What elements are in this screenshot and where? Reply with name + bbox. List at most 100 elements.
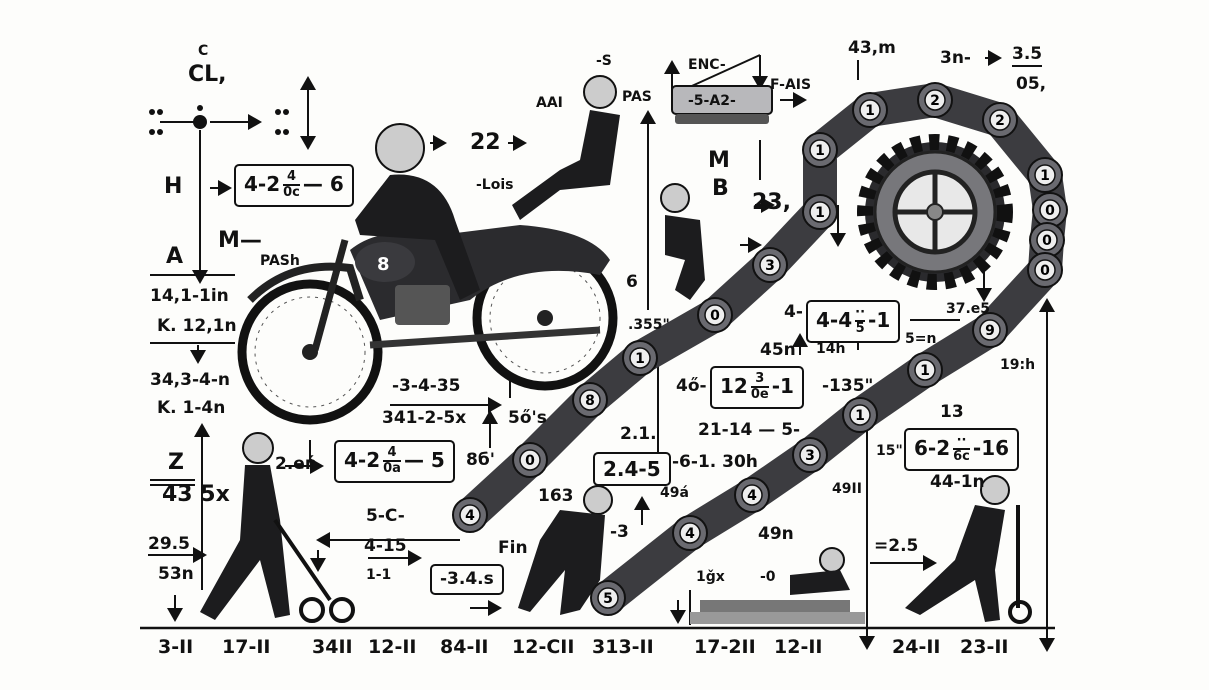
label: 21-14 — 5- — [698, 420, 801, 440]
chain-link-number: 1 — [920, 363, 930, 379]
label: M — [708, 148, 730, 173]
label: 44-1n — [930, 472, 985, 492]
chain-link-number: 0 — [525, 453, 535, 469]
chain — [453, 83, 1067, 615]
chain-link-pin — [1039, 199, 1061, 221]
chain-link-number: 0 — [710, 308, 720, 324]
label: Z — [168, 450, 184, 475]
label: K. 12,1n — [157, 316, 237, 336]
axis-label: 17-II — [222, 636, 271, 658]
label: 14h — [816, 341, 846, 357]
chain-link-pin — [704, 304, 726, 326]
label: PAS — [622, 89, 652, 105]
chain-link-number: 0 — [1045, 203, 1055, 219]
label: 49n — [758, 524, 794, 544]
label: 45n — [760, 340, 796, 360]
chain-link-pin — [459, 504, 481, 526]
chain-link-pin — [809, 139, 831, 161]
label: 49II — [832, 481, 862, 497]
label: 13 — [940, 402, 964, 422]
chain-link-number: 1 — [1040, 168, 1050, 184]
label: M— — [218, 228, 262, 253]
chain-link-number: 8 — [585, 393, 595, 409]
label: 5=n — [905, 331, 937, 347]
chain-link-pin — [799, 444, 821, 466]
chain-link-pin — [859, 99, 881, 121]
chain-link-number: 1 — [815, 143, 825, 159]
chain-link-number: 0 — [1040, 263, 1050, 279]
chain-link-pin — [1034, 164, 1056, 186]
chain-link-number: 5 — [603, 591, 613, 607]
label: 5ő's — [508, 408, 547, 428]
chain-link-number: 9 — [985, 323, 995, 339]
chain-link-pin — [924, 89, 946, 111]
label: 6 — [626, 272, 638, 292]
label: H — [164, 174, 183, 199]
axis-label: 12-CII — [512, 636, 575, 658]
chain-link-pin — [989, 109, 1011, 131]
axis-label: 12-II — [774, 636, 823, 658]
label: PASh — [260, 253, 300, 269]
label: 3.5 — [1012, 46, 1043, 67]
label: =2.5 — [874, 536, 919, 556]
label: 53n — [158, 564, 194, 584]
label: B — [712, 176, 729, 201]
label: 1-1 — [366, 567, 392, 583]
label: 43,m — [848, 38, 896, 58]
formula-box: -3.4.s — [430, 564, 504, 595]
axis-label: 17-2II — [694, 636, 756, 658]
label: 3n- — [940, 48, 971, 68]
label: Fin — [498, 538, 528, 558]
label: 163 — [538, 486, 574, 506]
label: 34,3-4-n — [150, 370, 230, 390]
label: 14,1-1in — [150, 286, 229, 306]
label: -135" — [822, 376, 874, 396]
chain-link-number: 4 — [685, 526, 695, 542]
dots-symbol — [149, 105, 289, 135]
label: A — [166, 244, 184, 269]
chain-link-number: 1 — [635, 351, 645, 367]
label: 4- — [784, 302, 803, 322]
chain-link-pin — [579, 389, 601, 411]
label: 37.e5 — [946, 301, 991, 317]
axis-label: 23-II — [960, 636, 1009, 658]
label: -3 — [610, 522, 629, 542]
chain-link-number: 0 — [1042, 233, 1052, 249]
label: -S — [596, 53, 612, 69]
chain-link-pin — [809, 201, 831, 223]
formula-box: 6-2··6c-16 — [904, 428, 1020, 471]
chain-link-number: 4 — [747, 488, 757, 504]
label: 2.eń — [275, 454, 317, 474]
label: 43 5x — [162, 482, 230, 507]
chain-link-pin — [1034, 259, 1056, 281]
chain-link-pin — [914, 359, 936, 381]
label: 19:h — [1000, 357, 1036, 373]
motorcycle — [237, 225, 618, 425]
chain-link-pin — [519, 449, 541, 471]
label: ENC- — [688, 57, 726, 73]
label: 1ǧx — [696, 569, 725, 585]
label: 341-2-5x — [382, 408, 467, 428]
axis-label: 3-II — [158, 636, 194, 658]
chain-link-pin — [679, 522, 701, 544]
sprocket-gear — [857, 134, 1013, 290]
label: 23, — [752, 190, 791, 215]
label: .355" — [628, 317, 670, 333]
chain-link-pin — [979, 319, 1001, 341]
chain-link-number: 3 — [805, 448, 815, 464]
chain-link-number: 1 — [815, 205, 825, 221]
label: 29.5 — [148, 534, 190, 554]
label: 5-C- — [366, 506, 405, 526]
label: 49á — [660, 485, 689, 501]
label: -0 — [760, 569, 776, 585]
chain-link-number: 1 — [855, 408, 865, 424]
axis-label: 12-II — [368, 636, 417, 658]
label: K. 1-4n — [157, 398, 226, 418]
chain-link-pin — [849, 404, 871, 426]
label: F-AIS — [770, 77, 812, 93]
chain-link-number: 2 — [995, 113, 1005, 129]
